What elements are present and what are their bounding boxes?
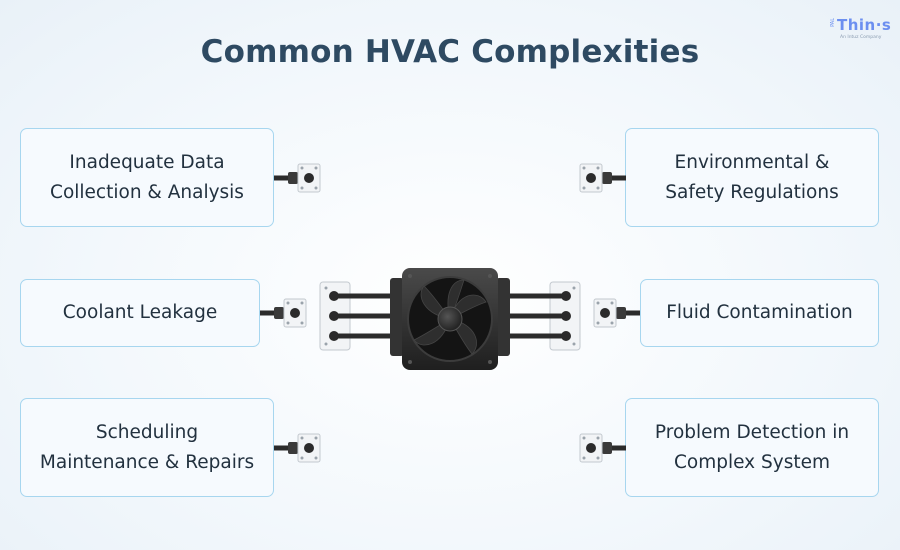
item-scheduling: Scheduling Maintenance & Repairs <box>20 398 274 497</box>
item-line: Inadequate Data <box>69 151 225 173</box>
item-line: Scheduling <box>95 421 199 443</box>
item-inadequate-data: Inadequate Data Collection & Analysis <box>20 128 274 227</box>
item-coolant-leakage: Coolant Leakage <box>20 279 260 347</box>
connector-top-right <box>579 163 626 193</box>
item-line: Coolant Leakage <box>62 302 218 323</box>
connector-mid-left <box>260 298 307 328</box>
page-title: Common HVAC Complexities <box>200 34 700 70</box>
item-line: Fluid Contamination <box>666 302 853 323</box>
connector-mid-right <box>593 298 640 328</box>
item-line: Safety Regulations <box>665 181 839 203</box>
item-line: Maintenance & Repairs <box>39 451 255 473</box>
logo-tagline: An Intuz Company <box>840 35 882 40</box>
item-environmental: Environmental & Safety Regulations <box>625 128 879 227</box>
hvac-fan-unit-icon <box>319 268 581 370</box>
logo-wordmark: Thin·s <box>837 16 892 34</box>
connector-bot-right <box>579 433 626 463</box>
item-line: Collection & Analysis <box>50 181 244 203</box>
connector-top-left <box>274 163 321 193</box>
item-problem-detection: Problem Detection in Complex System <box>625 398 879 497</box>
brand-logo: PAL Thin·s An Intuz Company <box>830 16 892 42</box>
logo-prefix: PAL <box>830 18 836 27</box>
item-line: Problem Detection in <box>654 421 850 443</box>
item-line: Environmental & <box>674 151 830 173</box>
item-fluid-contamination: Fluid Contamination <box>640 279 879 347</box>
item-line: Complex System <box>673 451 830 473</box>
connector-bot-left <box>274 433 321 463</box>
